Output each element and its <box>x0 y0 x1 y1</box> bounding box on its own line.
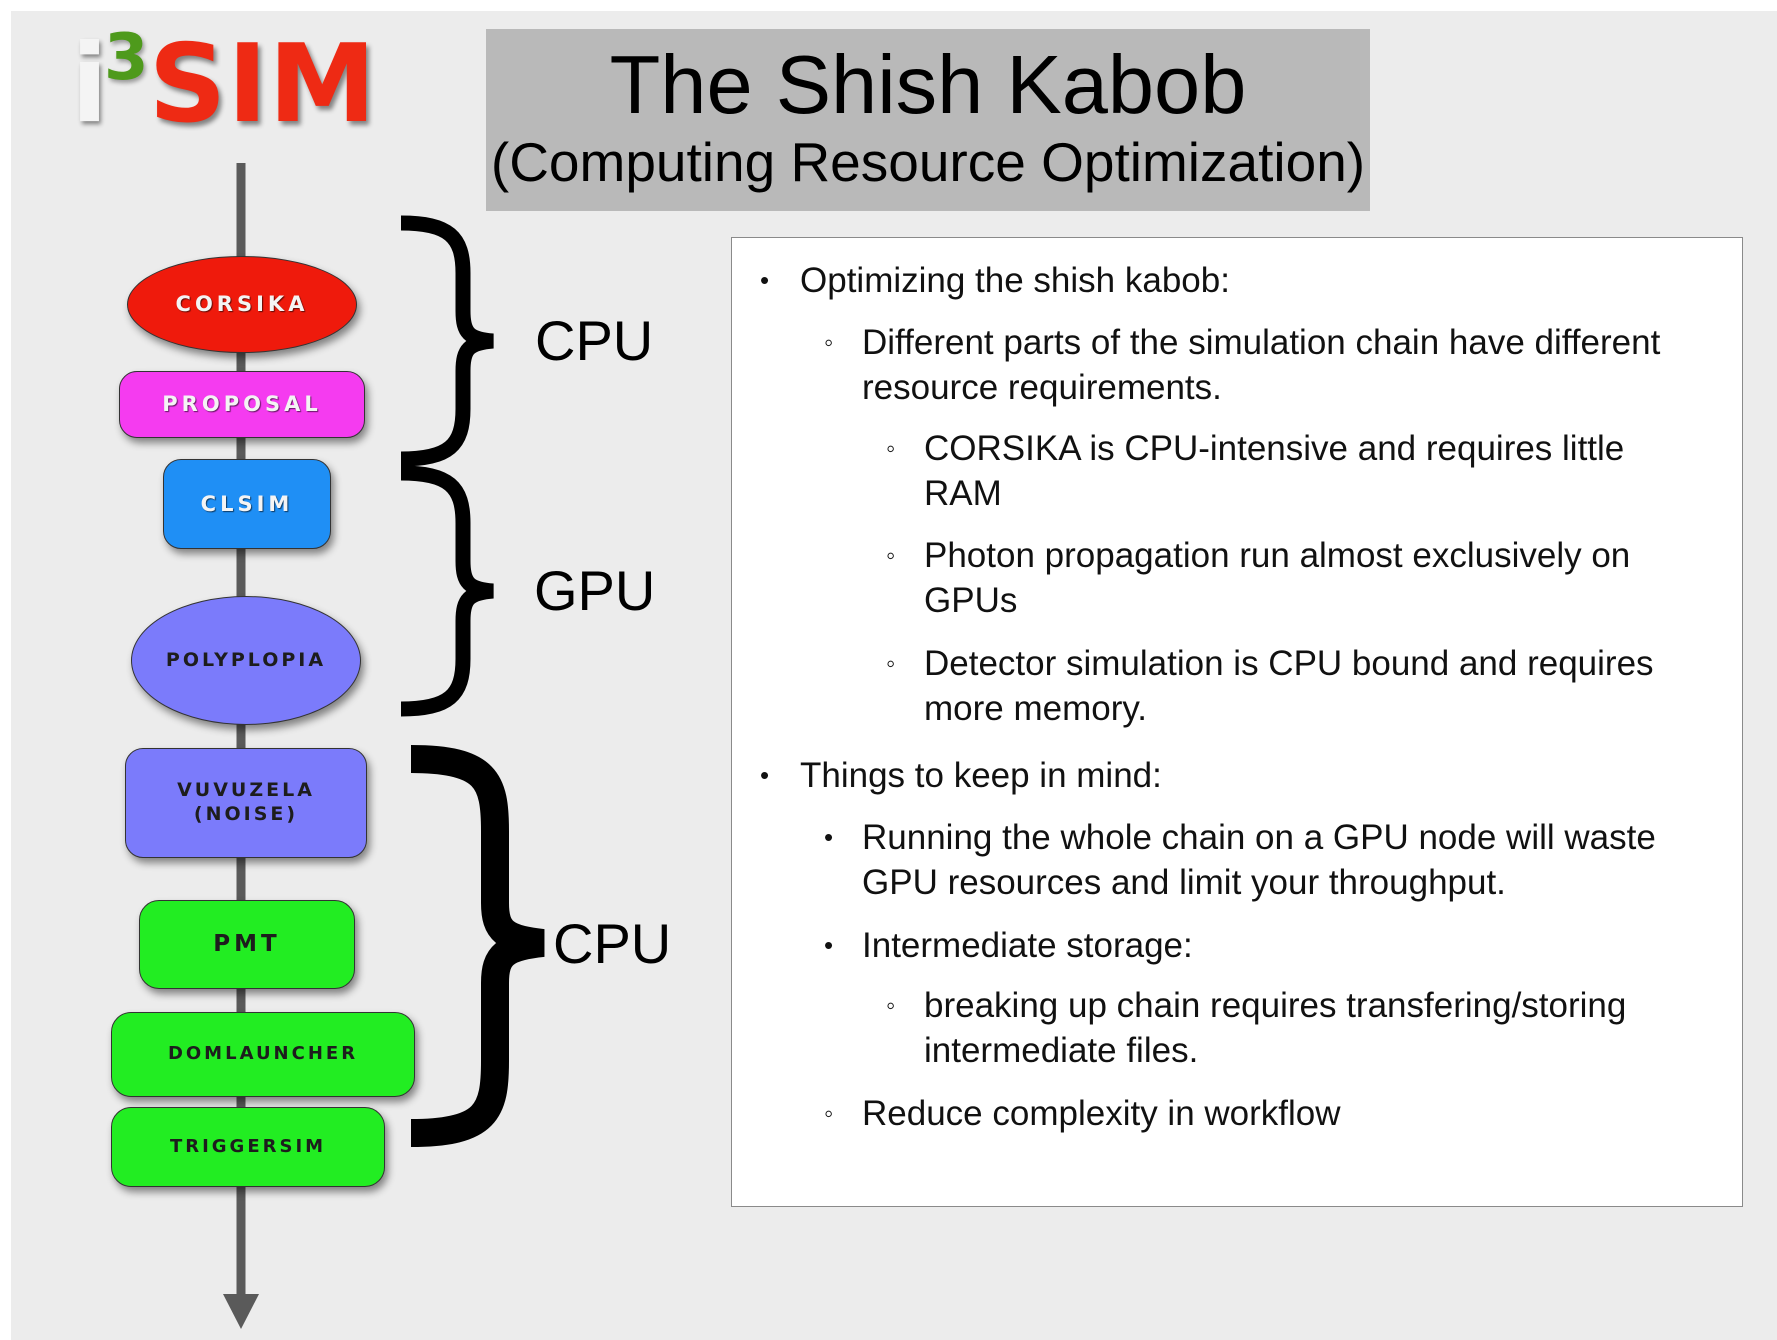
node-corsika: CORSIKA <box>127 256 357 353</box>
node-pmt-label: PMT <box>213 931 281 958</box>
bullet-item: • Things to keep in mind: <box>760 753 1162 798</box>
brace-cpu-top <box>400 215 494 467</box>
pipeline-arrowhead <box>223 1294 259 1329</box>
node-pmt: PMT <box>139 900 355 989</box>
node-polyplopia: PolyPlopia <box>131 596 361 725</box>
slide-title: The Shish Kabob <box>609 38 1247 131</box>
bullet-text: Optimizing the shish kabob: <box>800 261 1230 300</box>
bullet-marker: ◦ <box>824 1098 834 1128</box>
logo-i: i <box>71 22 109 147</box>
bullet-text: Things to keep in mind: <box>800 756 1162 795</box>
group-label-cpu-bottom: CPU <box>553 912 672 975</box>
node-triggersim-label: TriggerSim <box>169 1135 327 1157</box>
bullet-marker: ◦ <box>886 540 896 570</box>
bullet-text: Running the whole chain on a GPU node wi… <box>862 818 1656 857</box>
node-vuvuzela-sublabel: (noise) <box>193 803 299 825</box>
bullet-marker: ◦ <box>886 433 896 463</box>
bullet-item: ◦ CORSIKA is CPU-intensive and requires … <box>886 426 1625 516</box>
slide: i3SIM The Shish Kabob (Computing Resourc… <box>11 11 1777 1340</box>
bullet-text: resource requirements. <box>862 368 1222 407</box>
bullet-text: CORSIKA is CPU-intensive and requires li… <box>924 429 1625 468</box>
i3sim-logo: i3SIM <box>71 26 377 139</box>
node-proposal-label: PROPOSAL <box>162 392 322 417</box>
title-box: The Shish Kabob (Computing Resource Opti… <box>486 29 1370 211</box>
bullet-item: ◦ Photon propagation run almost exclusiv… <box>886 533 1631 623</box>
bullet-text: more memory. <box>924 689 1147 728</box>
node-clsim-label: CLSIM <box>200 491 294 516</box>
node-triggersim: TriggerSim <box>111 1107 385 1187</box>
bullet-text: GPUs <box>924 581 1018 620</box>
bullet-text: Reduce complexity in workflow <box>862 1094 1341 1133</box>
bullet-marker: • <box>760 265 770 295</box>
bullet-marker: • <box>824 930 834 960</box>
bullet-marker: • <box>824 822 834 852</box>
bullet-text-box: • Optimizing the shish kabob: ◦ Differen… <box>731 237 1743 1207</box>
slide-subtitle: (Computing Resource Optimization) <box>490 131 1366 193</box>
node-clsim: CLSIM <box>163 459 331 549</box>
brace-cpu-bottom <box>410 745 545 1147</box>
bullet-item: ◦ breaking up chain requires transfering… <box>886 983 1627 1073</box>
bullet-item: • Intermediate storage: <box>824 923 1193 968</box>
bullet-text: Detector simulation is CPU bound and req… <box>924 644 1654 683</box>
group-label-cpu-top: CPU <box>535 309 654 372</box>
bullet-text: RAM <box>924 474 1002 513</box>
bullet-item: • Running the whole chain on a GPU node … <box>824 815 1656 905</box>
brace-gpu <box>400 465 494 717</box>
bullet-marker: ◦ <box>886 648 896 678</box>
node-domlauncher-label: DomLauncher <box>167 1043 359 1065</box>
logo-sim: SIM <box>148 22 378 147</box>
bullet-item: ◦ Reduce complexity in workflow <box>824 1091 1341 1136</box>
node-polyplopia-label: PolyPlopia <box>165 648 327 671</box>
bullet-item: • Optimizing the shish kabob: <box>760 258 1230 303</box>
bullet-text: Different parts of the simulation chain … <box>862 323 1661 362</box>
bullet-marker: ◦ <box>824 327 834 357</box>
node-vuvuzela-label: Vuvuzela <box>177 779 315 802</box>
bullet-marker: • <box>760 760 770 790</box>
group-label-gpu: GPU <box>534 559 656 622</box>
bullet-item: ◦ Different parts of the simulation chai… <box>824 320 1661 410</box>
node-proposal: PROPOSAL <box>119 371 365 438</box>
node-vuvuzela: Vuvuzela (noise) <box>125 748 367 858</box>
bullet-text: Intermediate storage: <box>862 926 1193 965</box>
node-corsika-label: CORSIKA <box>175 292 309 317</box>
bullet-text: GPU resources and limit your throughput. <box>862 863 1506 902</box>
bullet-marker: ◦ <box>886 990 896 1020</box>
bullet-text: breaking up chain requires transfering/s… <box>924 986 1627 1025</box>
bullet-text: Photon propagation run almost exclusivel… <box>924 536 1631 575</box>
bullet-text: intermediate files. <box>924 1031 1199 1070</box>
bullet-item: ◦ Detector simulation is CPU bound and r… <box>886 641 1654 731</box>
node-domlauncher: DomLauncher <box>111 1012 415 1097</box>
logo-superscript-3: 3 <box>104 21 149 95</box>
